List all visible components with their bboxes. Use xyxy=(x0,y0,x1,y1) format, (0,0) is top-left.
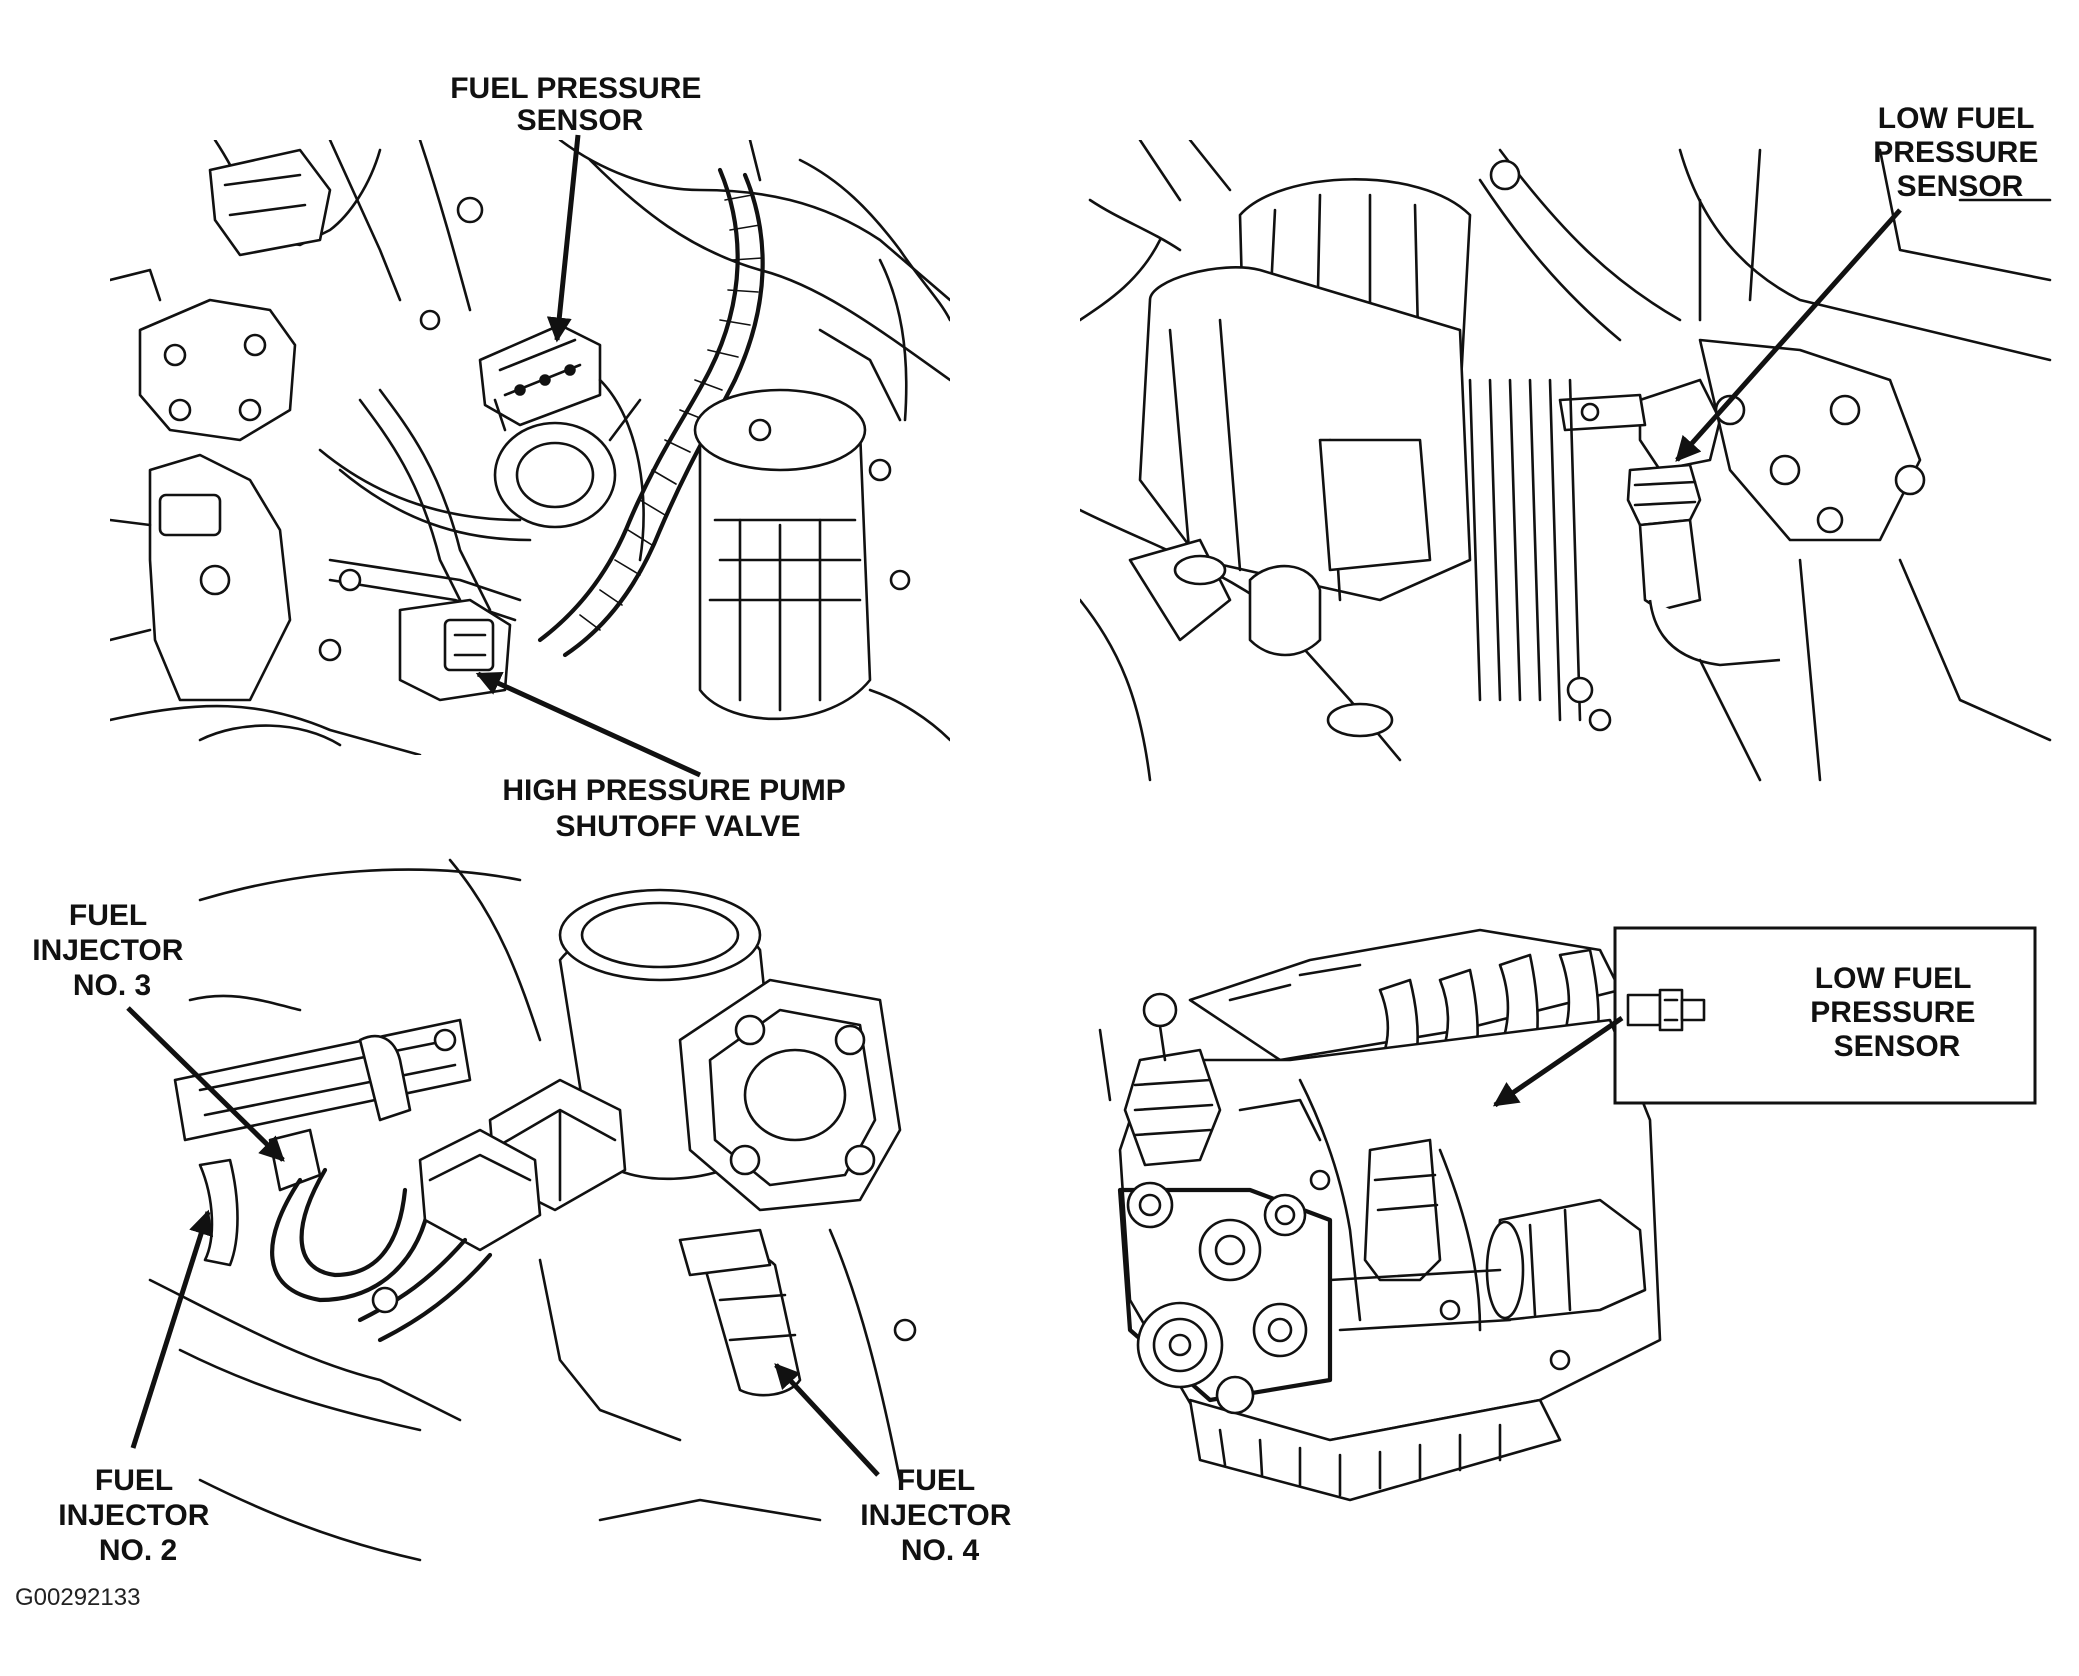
arrow-fuel-injector-no4 xyxy=(774,1363,880,1477)
label-fuel-injector-no3: FUEL INJECTOR NO. 3 xyxy=(32,899,192,1002)
arrow-fuel-injector-no2 xyxy=(130,1209,214,1449)
figure-id: G00292133 xyxy=(15,1584,140,1611)
engine-detail-bottom-left xyxy=(148,858,917,1562)
label-fuel-injector-no4: FUEL INJECTOR NO. 4 xyxy=(860,1464,1020,1567)
arrow-legend-sensor xyxy=(1492,1015,1624,1108)
legend-box xyxy=(1613,926,2037,1105)
engine-detail-top-right xyxy=(1080,140,2052,782)
arrow-shutoff-valve xyxy=(475,671,702,778)
arrow-fuel-pressure-sensor xyxy=(546,134,581,343)
label-legend-low-fuel-pressure-sensor: LOW FUEL PRESSURE SENSOR xyxy=(1810,962,1983,1063)
engine-overview-bottom-right xyxy=(1098,928,1662,1502)
label-fuel-injector-no2: FUEL INJECTOR NO. 2 xyxy=(58,1464,218,1567)
callout-arrows xyxy=(126,134,1902,1477)
sensor-thumbnail-icon xyxy=(1626,988,1706,1032)
arrow-low-fuel-sensor-top xyxy=(1675,208,1902,462)
label-high-pressure-pump-shutoff-valve: HIGH PRESSURE PUMP SHUTOFF VALVE xyxy=(502,774,853,843)
label-fuel-pressure-sensor: FUEL PRESSURE SENSOR xyxy=(450,72,710,137)
label-low-fuel-pressure-sensor-top: LOW FUEL PRESSURE SENSOR xyxy=(1873,102,2046,203)
arrow-fuel-injector-no3 xyxy=(126,1006,285,1162)
engine-detail-top-left xyxy=(110,140,950,755)
